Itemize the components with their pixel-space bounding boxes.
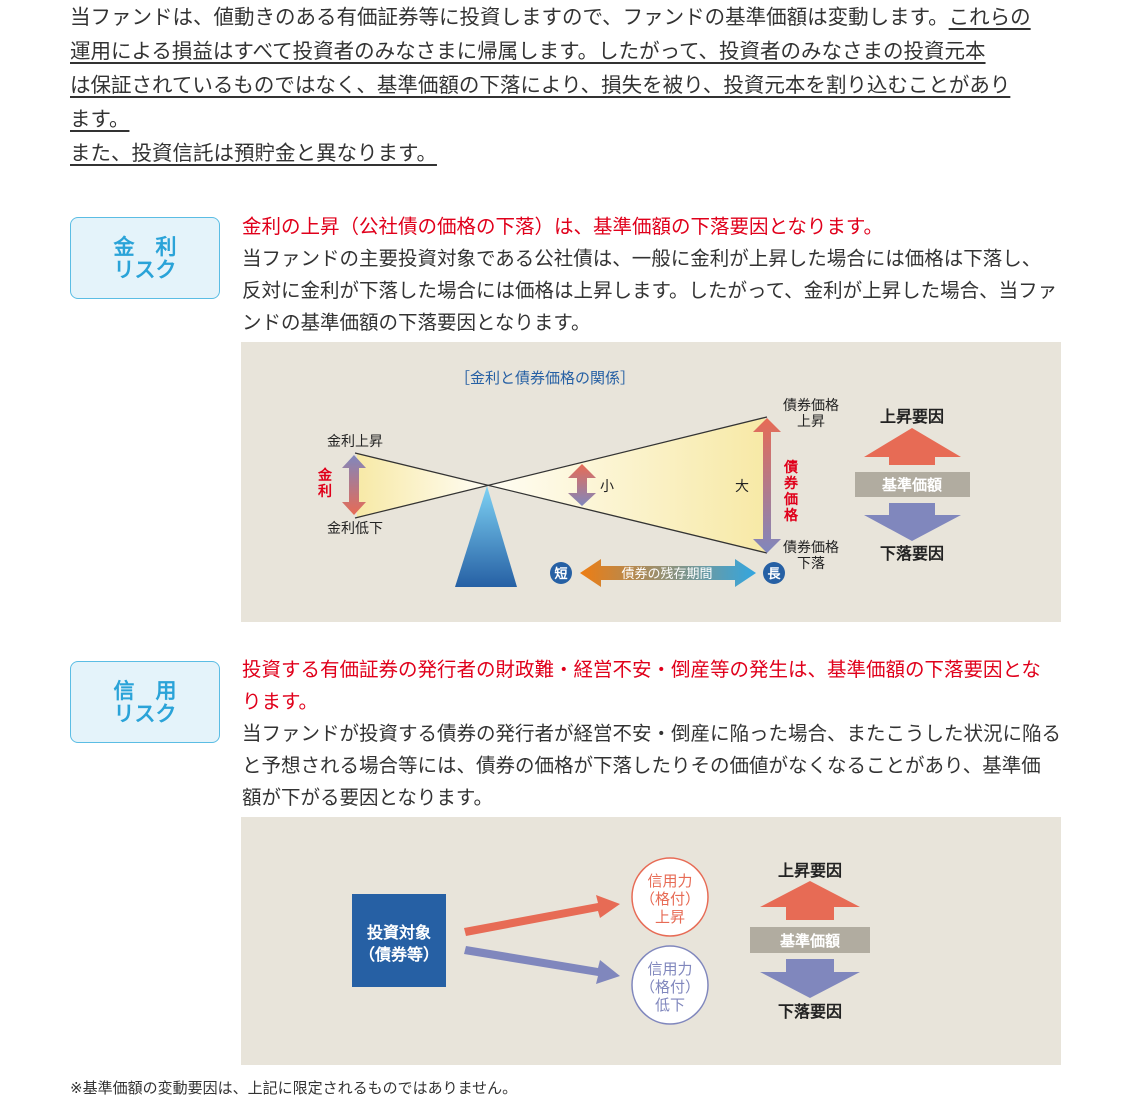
bond-price-down-label: 下落: [797, 556, 825, 572]
nav-label: 基準価額: [779, 932, 840, 950]
intro-text: 当ファンドは、値動きのある有価証券等に投資しますので、ファンドの基準価額は変動し…: [70, 5, 949, 29]
bond-price-double-arrow-icon: [753, 418, 781, 553]
body-line: ンドの基準価額の下落要因となります。: [242, 311, 591, 334]
credit-risk-headline: ります。: [242, 690, 319, 713]
short-circle: [550, 562, 572, 584]
interest-risk-headline: 金利の上昇（公社債の価格の下落）は、基準価額の下落要因となります。: [242, 215, 883, 238]
credit-up-label: （格付）: [640, 890, 700, 908]
bond-price-up-label: 債券価格: [783, 398, 839, 414]
body-line: 当ファンドが投資する債券の発行者が経営不安・倒産に陥った場合、またこうした状況に…: [242, 722, 1062, 745]
nav-box: [750, 927, 870, 953]
bond-price-label: 格: [784, 507, 799, 524]
credit-down-label: 低下: [655, 996, 685, 1014]
large-label: 大: [735, 479, 749, 495]
up-arrow-icon: [864, 428, 961, 465]
short-label: 短: [554, 566, 567, 582]
credit-risk-headline: 投資する有価証券の発行者の財政難・経営不安・倒産等の発生は、基準価額の下落要因と…: [242, 658, 1041, 681]
credit-risk-badge: 信 用 リスク: [70, 661, 220, 743]
rate-double-arrow-icon: [342, 455, 366, 515]
seesaw-line: [354, 416, 768, 519]
nav-label: 基準価額: [881, 476, 942, 494]
down-arrow-icon: [760, 959, 860, 998]
interest-risk-badge: 金 利 リスク: [70, 217, 220, 299]
intro-underlined: また、投資信託は預貯金と異なります。: [70, 141, 437, 165]
target-label: 投資対象: [367, 923, 431, 942]
bond-price-label: 債: [783, 459, 798, 476]
rate-label: 利: [318, 483, 332, 500]
credit-diagram: 投資対象 （債券等） 信用力 （格付） 上昇 信用力 （格付） 低下 上昇要因 …: [241, 817, 1061, 1065]
credit-down-circle: [631, 945, 709, 1025]
credit-down-label: （格付）: [640, 978, 700, 996]
rise-factor-label: 上昇要因: [880, 407, 944, 426]
credit-up-label: 上昇: [655, 908, 685, 926]
rate-up-label: 金利上昇: [327, 434, 383, 450]
footnote: ※基準価額の変動要因は、上記に限定されるものではありません。: [70, 1079, 518, 1097]
diagram-title: ［金利と債券価格の関係］: [455, 369, 635, 387]
interest-risk-text: 金利の上昇（公社債の価格の下落）は、基準価額の下落要因となります。 当ファンドの…: [242, 211, 1072, 339]
rate-down-label: 金利低下: [327, 521, 383, 537]
intro-disclaimer: 当ファンドは、値動きのある有価証券等に投資しますので、ファンドの基準価額は変動し…: [70, 0, 1070, 170]
credit-up-circle: [631, 857, 709, 937]
body-line: と予想される場合等には、債券の価格が下落したりその価値がなくなることがあり、基準…: [242, 754, 1041, 777]
target-label: （債券等）: [359, 945, 439, 964]
bond-price-label: 価: [783, 491, 798, 508]
remaining-term-label: 債券の残存期間: [621, 566, 712, 582]
badge-label: リスク: [113, 702, 177, 726]
badge-label: リスク: [113, 258, 177, 282]
badge-label: 信 用: [113, 679, 177, 703]
fall-factor-label: 下落要因: [880, 544, 944, 563]
rise-arrow-icon: [464, 895, 620, 936]
credit-up-label: 信用力: [647, 872, 692, 890]
nav-box: [855, 472, 970, 497]
body-line: 反対に金利が下落した場合には価格は上昇します。したがって、金利が上昇した場合、当…: [242, 279, 1058, 302]
fan-right: [487, 418, 765, 552]
remaining-term-arrow-icon: [580, 559, 756, 587]
credit-risk-text: 投資する有価証券の発行者の財政難・経営不安・倒産等の発生は、基準価額の下落要因と…: [242, 654, 1072, 814]
interest-bond-diagram: ［金利と債券価格の関係］ 金 利 金利上昇 金利低下 小 大 債 券 価 格 債…: [241, 342, 1061, 622]
fan-left: [357, 453, 487, 518]
intro-underlined: 運用による損益はすべて投資者のみなさまに帰属します。したがって、投資者のみなさま…: [70, 39, 986, 63]
body-line: 額が下がる要因となります。: [242, 786, 493, 809]
bond-price-down-label: 債券価格: [783, 540, 839, 556]
fall-arrow-icon: [464, 946, 620, 984]
small-double-arrow-icon: [568, 464, 596, 506]
small-label: 小: [600, 479, 614, 495]
bond-price-up-label: 上昇: [797, 414, 825, 430]
intro-underlined: ます。: [70, 107, 130, 131]
seesaw-line: [354, 452, 768, 554]
investment-target-box: [352, 894, 446, 987]
long-circle: [763, 562, 785, 584]
rate-label: 金: [317, 467, 333, 484]
badge-label: 金 利: [113, 235, 177, 259]
bond-price-label: 券: [784, 475, 799, 492]
intro-underlined: これらの: [948, 5, 1031, 29]
intro-underlined: は保証されているものではなく、基準価額の下落により、損失を被り、投資元本を割り込…: [70, 73, 1011, 97]
fulcrum-icon: [455, 486, 517, 587]
fall-factor-label: 下落要因: [778, 1002, 842, 1021]
long-label: 長: [767, 567, 781, 582]
rise-factor-label: 上昇要因: [778, 861, 842, 880]
credit-down-label: 信用力: [647, 960, 692, 978]
down-arrow-icon: [864, 503, 961, 541]
body-line: 当ファンドの主要投資対象である公社債は、一般に金利が上昇した場合には価格は下落し…: [242, 247, 1042, 270]
up-arrow-icon: [760, 881, 860, 920]
